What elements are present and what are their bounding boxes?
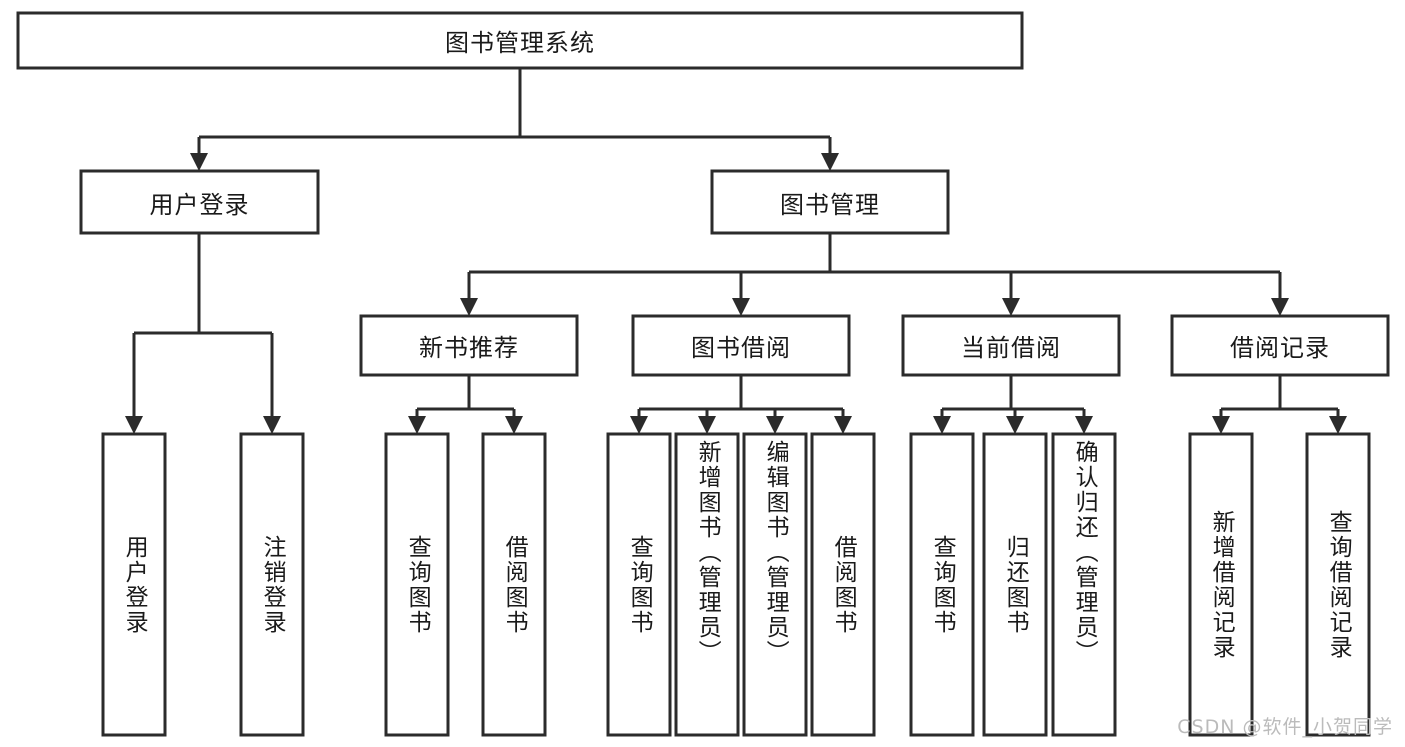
- arrow-icon: [408, 416, 426, 434]
- node-leaf-borrow-book-2[interactable]: [810, 432, 876, 737]
- arrow-icon: [1075, 416, 1093, 434]
- node-current-borrow[interactable]: [901, 314, 1121, 377]
- connector-group-borrow-record: [1212, 375, 1347, 434]
- node-leaf-return-book[interactable]: [982, 432, 1048, 737]
- connector-group-root: [190, 68, 839, 171]
- arrow-icon: [1271, 298, 1289, 316]
- arrow-icon: [505, 416, 523, 434]
- arrow-icon: [125, 416, 143, 434]
- connector-group-current-borrow: [933, 375, 1093, 434]
- arrow-icon: [698, 416, 716, 434]
- arrow-icon: [1002, 298, 1020, 316]
- arrow-icon: [1329, 416, 1347, 434]
- arrow-icon: [630, 416, 648, 434]
- node-user-login[interactable]: [79, 169, 320, 235]
- node-book-borrow[interactable]: [631, 314, 851, 377]
- arrow-icon: [834, 416, 852, 434]
- connector-group-user-login: [125, 233, 281, 434]
- arrow-icon: [190, 153, 208, 171]
- node-book-manage[interactable]: [710, 169, 950, 235]
- arrow-icon: [263, 416, 281, 434]
- node-leaf-logout[interactable]: [239, 432, 305, 737]
- node-new-book-rec[interactable]: [359, 314, 579, 377]
- arrow-icon: [1006, 416, 1024, 434]
- connector-group-book-borrow: [630, 375, 852, 434]
- node-leaf-query-book-2[interactable]: [606, 432, 672, 737]
- node-leaf-edit-book[interactable]: [742, 432, 808, 737]
- node-leaf-query-book-1[interactable]: [384, 432, 450, 737]
- connector-group-book-manage: [460, 233, 1289, 316]
- node-borrow-record[interactable]: [1170, 314, 1390, 377]
- arrow-icon: [460, 298, 478, 316]
- node-leaf-add-book[interactable]: [674, 432, 740, 737]
- node-root[interactable]: [16, 11, 1024, 70]
- node-leaf-user-login[interactable]: [101, 432, 167, 737]
- node-leaf-query-record[interactable]: [1305, 432, 1371, 737]
- arrow-icon: [766, 416, 784, 434]
- watermark-text: CSDN @软件_小贺同学: [1177, 716, 1393, 738]
- arrow-icon: [933, 416, 951, 434]
- node-leaf-confirm-return[interactable]: [1051, 432, 1117, 737]
- node-leaf-borrow-book-1[interactable]: [481, 432, 547, 737]
- node-leaf-query-book-3[interactable]: [909, 432, 975, 737]
- arrow-icon: [1212, 416, 1230, 434]
- node-leaf-add-record[interactable]: [1188, 432, 1254, 737]
- connector-group-new-book-rec: [408, 375, 523, 434]
- arrow-icon: [821, 153, 839, 171]
- arrow-icon: [732, 298, 750, 316]
